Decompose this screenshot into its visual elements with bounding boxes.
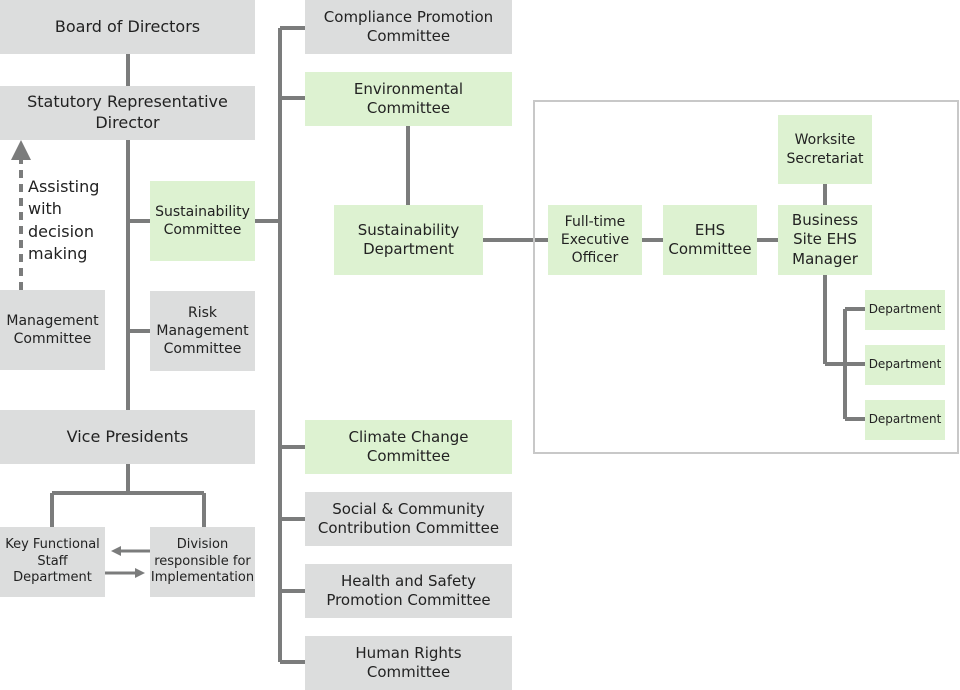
social-community-contribution-committee: Social & Community Contribution Committe… xyxy=(305,492,512,546)
human-rights-committee: Human Rights Committee xyxy=(305,636,512,690)
sustainability-department: Sustainability Department xyxy=(334,205,483,275)
key-functional-staff-department: Key Functional Staff Department xyxy=(0,527,105,597)
climate-change-committee: Climate Change Committee xyxy=(305,420,512,474)
full-time-executive-officer: Full-time Executive Officer xyxy=(548,205,642,275)
vice-presidents: Vice Presidents xyxy=(0,410,255,464)
sustainability-committee: Sustainability Committee xyxy=(150,181,255,261)
ehs-organization-frame xyxy=(533,100,959,454)
health-safety-promotion-committee: Health and Safety Promotion Committee xyxy=(305,564,512,618)
department-box: Department xyxy=(865,290,945,330)
compliance-promotion-committee: Compliance Promotion Committee xyxy=(305,0,512,54)
assisting-note: Assisting with decision making xyxy=(28,177,100,264)
management-committee: Management Committee xyxy=(0,290,105,370)
department-box: Department xyxy=(865,345,945,385)
assist-arrowhead-icon xyxy=(11,140,31,160)
worksite-secretariat: Worksite Secretariat xyxy=(778,115,872,184)
business-site-ehs-manager: Business Site EHS Manager xyxy=(778,205,872,275)
board-of-directors: Board of Directors xyxy=(0,0,255,54)
risk-management-committee: Risk Management Committee xyxy=(150,291,255,371)
ehs-committee: EHS Committee xyxy=(663,205,757,275)
division-responsible-for-implementation: Division responsible for Implementation xyxy=(150,527,255,597)
statutory-representative-director: Statutory Representative Director xyxy=(0,86,255,140)
environmental-committee: Environmental Committee xyxy=(305,72,512,126)
department-box: Department xyxy=(865,400,945,440)
